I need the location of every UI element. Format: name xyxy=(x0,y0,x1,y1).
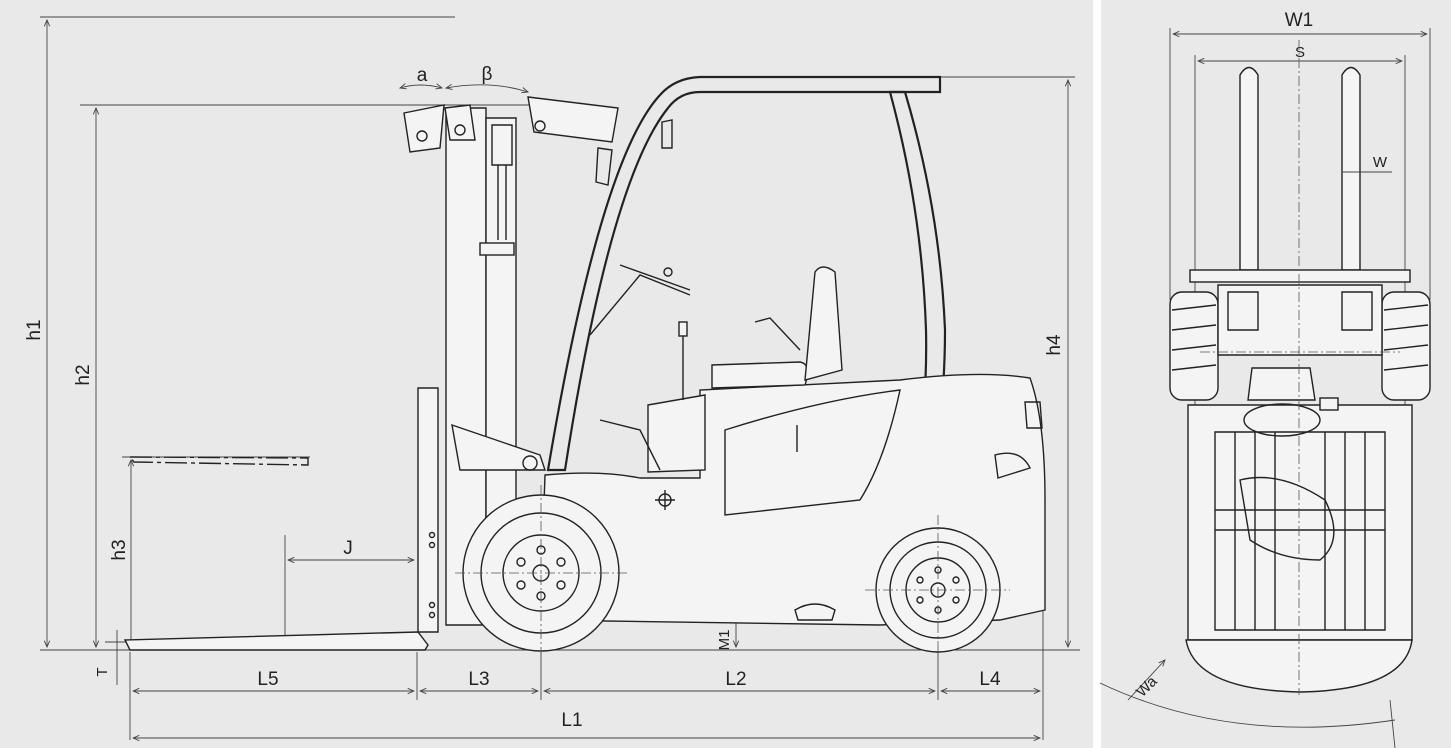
mast-crossbar xyxy=(479,242,515,256)
backward-tilt-head xyxy=(527,96,619,143)
l1-label: L1 xyxy=(561,710,582,731)
forward-tilt-head xyxy=(403,104,445,153)
left-mast-channel xyxy=(1227,291,1259,331)
l2-label: L2 xyxy=(725,669,746,690)
steering-wheel-top xyxy=(1243,403,1321,437)
step xyxy=(794,603,836,621)
beta-angle-arc xyxy=(446,85,528,92)
right-tire-tread xyxy=(1383,304,1429,371)
t-label: T xyxy=(94,667,111,676)
front-lug xyxy=(516,557,526,567)
a-label: a xyxy=(417,65,428,86)
mirror-lamp xyxy=(595,147,613,186)
carriage-bolt xyxy=(428,601,436,609)
mast-head xyxy=(444,104,476,141)
front-lug xyxy=(516,580,526,590)
turning-radius-tick xyxy=(1389,699,1396,748)
j-label: J xyxy=(343,538,353,559)
tilt-bracket xyxy=(451,423,546,471)
l3-label: L3 xyxy=(468,669,489,690)
rear-light xyxy=(1024,401,1043,429)
s-label: S xyxy=(1295,44,1305,61)
overhead-guard-front-leg xyxy=(546,75,942,472)
mast-head-bolt xyxy=(454,124,466,136)
right-fork-tine xyxy=(1341,66,1361,271)
gear-lever-knob xyxy=(678,321,688,337)
h3-label: h3 xyxy=(109,539,130,560)
turning-radius-arc xyxy=(1099,682,1396,728)
right-mast-channel xyxy=(1341,291,1373,331)
rear-lug xyxy=(952,596,960,604)
turning-radius-arrow xyxy=(1127,660,1165,701)
carriage-bolt xyxy=(428,531,436,539)
w1-label: W1 xyxy=(1285,10,1314,31)
mirror xyxy=(661,119,673,149)
steering-wheel xyxy=(619,264,691,291)
pedal xyxy=(599,419,661,471)
overhead-guard-inner xyxy=(1214,431,1386,631)
overhead-guard xyxy=(1187,404,1413,641)
backward-tilt-bolt xyxy=(534,120,546,132)
seat-armrest xyxy=(754,317,801,351)
front-view: W1 S W xyxy=(1099,10,1431,748)
left-tire-tread xyxy=(1171,304,1217,371)
steering-column xyxy=(589,274,691,336)
rear-lug xyxy=(916,576,924,584)
carriage-bolt xyxy=(428,541,436,549)
carriage-bolt xyxy=(428,611,436,619)
wa-label: Wa xyxy=(1133,673,1161,701)
lowered-fork xyxy=(123,631,429,651)
forward-tilt-bolt xyxy=(416,130,428,142)
front-lug xyxy=(556,580,566,590)
h2-label: h2 xyxy=(73,364,94,385)
seat-cushion xyxy=(711,361,809,389)
rear-lug xyxy=(916,596,924,604)
seat-backrest xyxy=(804,266,843,381)
rear-grille xyxy=(994,452,1031,479)
dash-display xyxy=(1319,397,1339,411)
w-label: W xyxy=(1373,154,1388,171)
steering-knob xyxy=(663,267,673,277)
dashboard xyxy=(647,394,706,473)
a-angle-arc xyxy=(400,85,442,88)
side-view: h1 h2 h3 h4 T M1 L5 L3 L2 L4 L1 J a β xyxy=(24,16,1080,740)
rear-lug xyxy=(952,576,960,584)
lift-chain-pulley xyxy=(491,124,513,166)
beta-label: β xyxy=(482,64,493,85)
lift-chain xyxy=(497,165,507,240)
mast-frame xyxy=(1217,284,1383,356)
l5-label: L5 xyxy=(257,669,278,690)
h4-label: h4 xyxy=(1044,334,1065,356)
m1-label: M1 xyxy=(716,630,733,651)
raised-fork-outline xyxy=(128,456,309,466)
h1-label: h1 xyxy=(24,319,45,340)
left-fork-tine xyxy=(1239,66,1259,271)
l4-label: L4 xyxy=(979,669,1001,690)
fork-carriage-bar xyxy=(1189,269,1411,283)
seat-top xyxy=(1247,367,1316,401)
front-lug xyxy=(556,557,566,567)
engine-outline xyxy=(1239,476,1335,561)
fork-carriage xyxy=(417,387,439,633)
tilt-pivot xyxy=(522,455,538,471)
side-panel xyxy=(724,389,901,516)
